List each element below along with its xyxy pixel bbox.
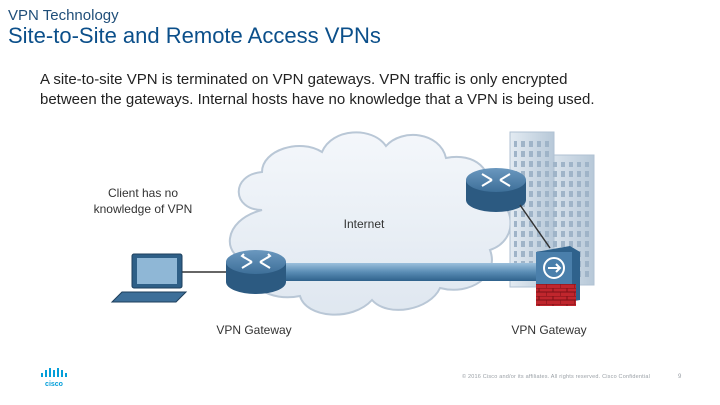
slide-title: Site-to-Site and Remote Access VPNs (8, 23, 381, 48)
body-paragraph: A site-to-site VPN is terminated on VPN … (40, 70, 680, 110)
page-number: 9 (678, 374, 682, 380)
vpn-tunnel (282, 263, 548, 281)
router-to-firewall-link (519, 204, 551, 249)
footer-copyright: © 2016 Cisco and/or its affiliates. All … (462, 374, 651, 380)
left-gateway-label: VPN Gateway (216, 323, 291, 337)
laptop-icon (110, 253, 188, 303)
firewall-gateway-icon (536, 246, 580, 306)
cisco-logo: cisco (41, 368, 67, 388)
left-router-icon (226, 250, 286, 294)
right-router-icon (466, 168, 526, 212)
client-note-line-1: Client has no (108, 186, 178, 200)
body-line-2: between the gateways. Internal hosts hav… (40, 91, 595, 108)
body-line-1: A site-to-site VPN is terminated on VPN … (40, 71, 568, 88)
cisco-logo-text: cisco (45, 381, 63, 388)
section-label: VPN Technology (8, 7, 119, 24)
right-gateway-label: VPN Gateway (511, 323, 586, 337)
client-note-line-2: knowledge of VPN (94, 202, 193, 216)
internet-label: Internet (344, 217, 385, 231)
